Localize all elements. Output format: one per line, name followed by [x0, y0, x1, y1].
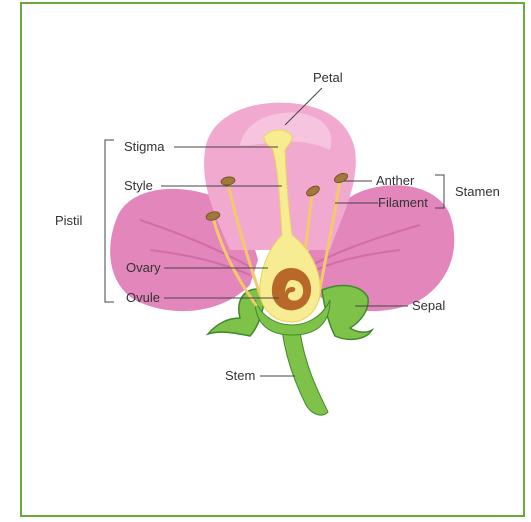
label-stigma: Stigma [124, 139, 165, 154]
label-stem: Stem [225, 368, 255, 383]
label-anther: Anther [376, 173, 415, 188]
label-filament: Filament [378, 195, 428, 210]
ovule-shape [272, 268, 311, 310]
label-stamen: Stamen [455, 184, 500, 199]
label-petal: Petal [313, 70, 343, 85]
stem-shape [282, 330, 328, 415]
sepal-right [322, 286, 372, 340]
label-sepal: Sepal [412, 298, 445, 313]
label-style: Style [124, 178, 153, 193]
label-ovary: Ovary [126, 260, 161, 275]
label-pistil: Pistil [55, 213, 83, 228]
label-ovule: Ovule [126, 290, 160, 305]
